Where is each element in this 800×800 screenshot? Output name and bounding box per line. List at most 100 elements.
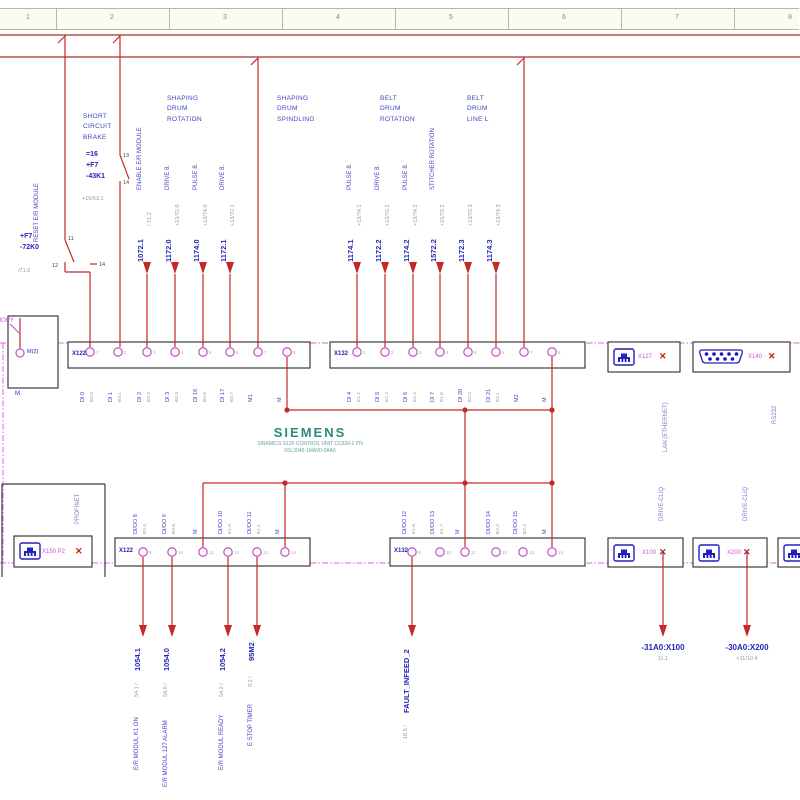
wire-number-1174.3: 1174.3 <box>485 239 494 262</box>
wire-function-label: E STOP TIMER <box>248 704 254 747</box>
pin-label-DI-0: DI 0 <box>80 391 86 402</box>
rj45-connector-icon[interactable] <box>783 544 800 562</box>
rj45-connector-icon[interactable] <box>613 544 659 562</box>
contact-pin-aux-14: 14 <box>99 262 106 268</box>
signal-arrow-icon <box>224 625 232 637</box>
pin-address: E1.4 <box>413 392 418 402</box>
terminal-pin-circle <box>198 547 208 557</box>
wire <box>250 57 259 66</box>
strip-name-X132: X132 <box>394 548 409 554</box>
signal-arrow-icon <box>199 262 207 274</box>
contact-pin-14: 14 <box>123 180 130 186</box>
pin-address: E1.2 <box>357 392 362 402</box>
header-line: LINE L <box>467 115 489 123</box>
wire-number-1174.2: 1174.2 <box>402 239 411 262</box>
terminal-pin-number: 12 <box>234 550 240 555</box>
wire-function-label: PULSE 8. <box>403 163 409 190</box>
terminal-pin-circle <box>142 347 152 357</box>
pin-address: E1.6 <box>412 524 417 534</box>
siemens-device-type: SINAMICS S120 CONTROL UNIT CU320-2 PN <box>257 441 363 447</box>
pin-address: E1.0 <box>228 524 233 534</box>
not-connected-x-icon: ✕ <box>659 546 667 557</box>
ruler-tick <box>621 9 622 29</box>
terminal-pin-circle <box>407 547 417 557</box>
profinet-label: PROFINET <box>75 493 81 524</box>
pin-label-DI-1: DI 1 <box>108 391 114 402</box>
pin-label-DI-3: DI 3 <box>165 391 171 402</box>
pin-label-DI-20: DI 20 <box>458 388 464 402</box>
device-tag-43K1[interactable]: =16 +F7 -43K1 <box>86 150 105 183</box>
pin-label-DI-DO-13: DI/DO 13 <box>430 511 436 534</box>
memory-edge-label: MEMORY <box>0 318 14 324</box>
wire-number-1054.0: 1054.0 <box>162 648 171 672</box>
terminal-pin-circle <box>138 547 148 557</box>
header-line: DRUM <box>380 105 401 113</box>
wire-xref: 9.2 / <box>248 676 254 687</box>
pin-label-DI-DO-11: DI/DO 11 <box>247 511 253 534</box>
siemens-order-number: 6SL3040-1MA00-0AA0 <box>284 448 336 454</box>
terminal-pin-number: 14 <box>558 550 564 555</box>
siemens-title-block: SIEMENS SINAMICS S120 CONTROL UNIT CU320… <box>230 425 390 454</box>
strip-name-X132: X132 <box>334 351 349 357</box>
header-line: SHAPING <box>277 95 309 102</box>
ruler-tick <box>734 9 735 29</box>
terminal-pin-number: 4 <box>446 350 449 355</box>
signal-arrow-icon <box>353 262 361 274</box>
wire-function-label: E/R MODUL 127 ALARM <box>163 720 169 787</box>
signal-arrow-icon <box>436 262 444 274</box>
header-line: CIRCUIT <box>83 123 112 131</box>
header-belt-drum-line: BELT DRUM LINE L <box>467 94 489 125</box>
wire-number-1174.0: 1174.0 <box>192 239 201 262</box>
not-connected-x-icon: ✕ <box>768 351 776 361</box>
pin-address: E0.6 <box>203 392 208 402</box>
reset-er-module-label: RESET E/R MODULE <box>34 183 40 242</box>
rj45-connector-icon[interactable] <box>698 544 744 562</box>
wire-function-label: DRIVE 8. <box>375 164 381 190</box>
target-30A0-X200[interactable]: -30A0:X200 <box>725 643 769 652</box>
terminal-pin-number: 8 <box>558 350 561 355</box>
pin-address: E1.7 <box>440 524 445 534</box>
header-line: BELT <box>467 95 484 102</box>
terminal-pin-circle <box>225 347 235 357</box>
junction-dot <box>549 407 555 413</box>
m2-terminal-circle <box>15 348 25 358</box>
header-line: DRUM <box>277 105 298 113</box>
wire-xref: +13/74.1 <box>357 204 363 226</box>
terminal-strip-box-X132 <box>329 341 586 369</box>
pin-address: E0.2 <box>147 392 152 402</box>
terminal-pin-number: 9 <box>149 550 152 555</box>
junction-dot <box>284 407 290 413</box>
header-shaping-drum-spindling: SHAPING DRUM SPINDLING <box>277 94 315 125</box>
device-tag-72K0[interactable]: +F7 -72K0 <box>20 232 39 254</box>
terminal-pin-circle <box>170 347 180 357</box>
ruler-tick <box>169 9 170 29</box>
header-belt-drum-rotation: BELT DRUM ROTATION <box>380 94 415 125</box>
contact-pin-11: 11 <box>68 236 74 242</box>
terminal-pin-circle <box>167 547 177 557</box>
wire-number-1174.1: 1174.1 <box>346 239 355 262</box>
pin-address: E1.5 <box>440 392 445 402</box>
db9-connector-icon[interactable] <box>698 348 744 366</box>
rj45-connector-icon[interactable] <box>613 348 659 366</box>
not-connected-x-icon: ✕ <box>743 546 751 557</box>
wire-xref: 54.0 / <box>163 683 169 698</box>
terminal-pin-circle <box>463 347 473 357</box>
pin-label-DI-21: DI 21 <box>486 388 492 402</box>
header-line: BELT <box>380 95 397 102</box>
pin-address: E0.3 <box>175 392 180 402</box>
terminal-pin-circle <box>280 547 290 557</box>
device-tag-line: -72K0 <box>20 243 40 251</box>
signal-arrow-icon <box>143 262 151 274</box>
connector-port-label-X140: X140 <box>748 354 763 360</box>
device-tag-line: -43K1 <box>86 172 106 180</box>
target-31A0-X100[interactable]: -31A0:X100 <box>641 643 685 652</box>
terminal-pin-number: 13 <box>263 550 269 555</box>
rj45-connector-icon[interactable] <box>19 542 65 560</box>
target-xref-30A0: +11/10.4 <box>736 656 758 662</box>
terminal-pin-number: 10 <box>446 550 452 555</box>
terminal-pin-number: 9 <box>418 550 421 555</box>
wire-xref: +13/72.3 <box>468 204 474 226</box>
ruler-number: 2 <box>110 14 114 21</box>
terminal-pin-number: 7 <box>530 350 533 355</box>
wire <box>57 35 66 44</box>
